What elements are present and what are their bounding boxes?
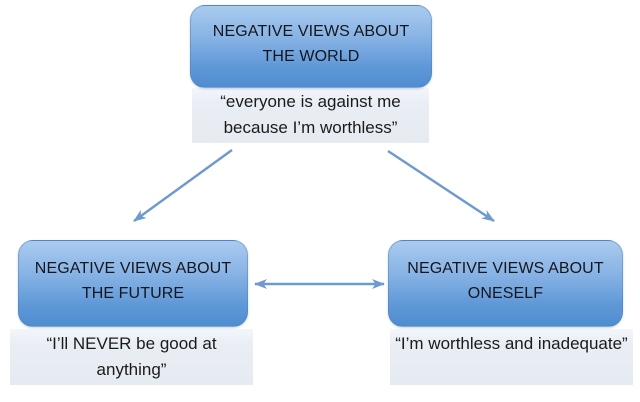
node-future-quote-text: “I’ll NEVER be good at anything” [46, 334, 217, 379]
node-oneself: NEGATIVE VIEWS ABOUT ONESELF [388, 240, 623, 327]
arrow-world-to-oneself [387, 149, 495, 223]
node-world-label: NEGATIVE VIEWS ABOUT THE WORLD [212, 23, 410, 65]
node-world-quote-text: “everyone is against me because I’m wort… [220, 92, 401, 137]
arrow-world-to-future [133, 148, 233, 223]
node-future-label: NEGATIVE VIEWS ABOUT THE FUTURE [34, 260, 232, 302]
node-oneself-quote-text: “I’m worthless and inadequate” [395, 334, 628, 353]
node-future-quote: “I’ll NEVER be good at anything” [10, 329, 253, 385]
node-world-quote: “everyone is against me because I’m wort… [192, 88, 429, 143]
node-world: NEGATIVE VIEWS ABOUT THE WORLD [190, 5, 432, 88]
node-oneself-label: NEGATIVE VIEWS ABOUT ONESELF [407, 260, 604, 302]
node-oneself-quote: “I’m worthless and inadequate” [390, 329, 633, 385]
node-future: NEGATIVE VIEWS ABOUT THE FUTURE [18, 240, 248, 327]
